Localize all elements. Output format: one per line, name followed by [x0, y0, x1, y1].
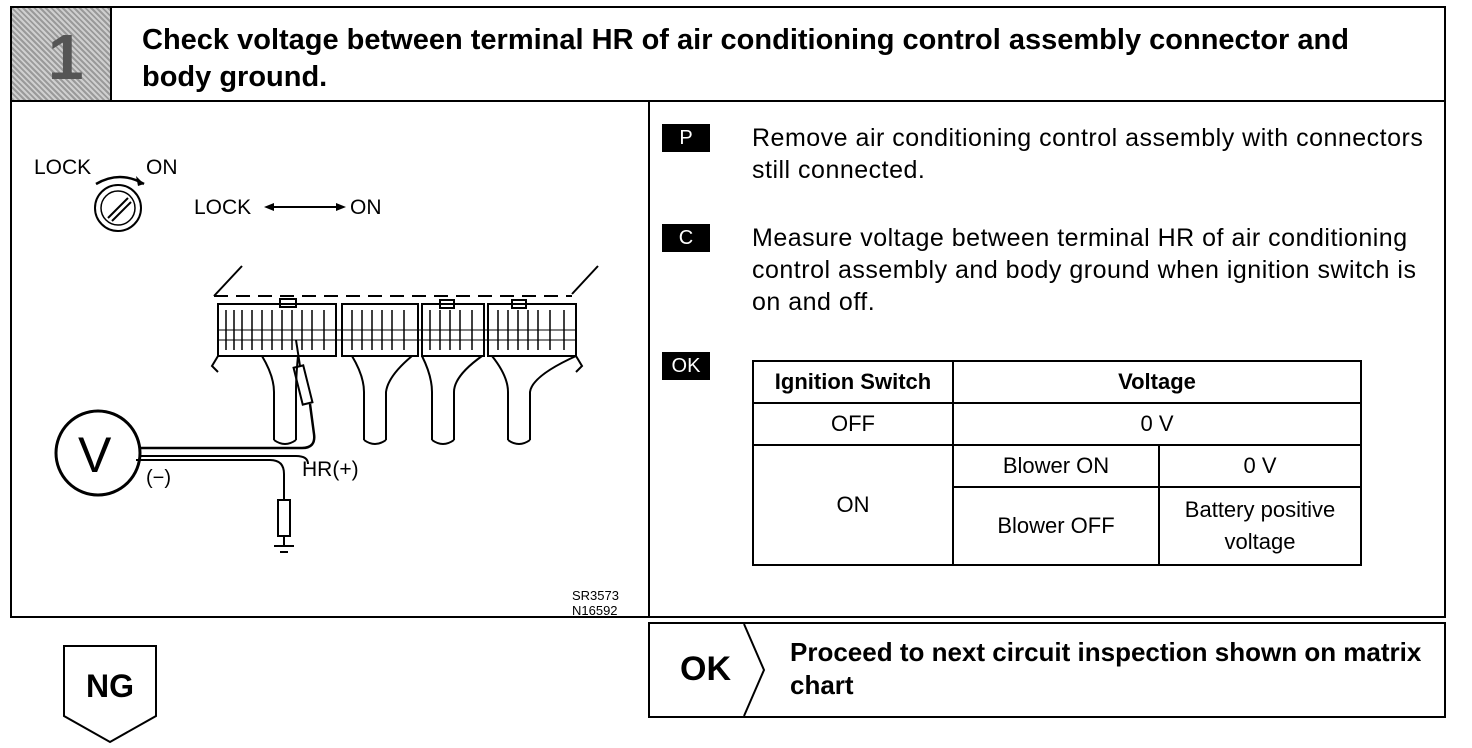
ok-tag: OK: [662, 352, 710, 380]
connector-pins: [218, 310, 576, 350]
lock-label-2: LOCK: [194, 196, 251, 219]
rotation-arrowhead: [136, 176, 144, 186]
check-instruction: Measure voltage between terminal HR of a…: [752, 224, 1417, 316]
ok-result-text: Proceed to next circuit inspection shown…: [790, 637, 1422, 700]
header-voltage: Voltage: [952, 360, 1362, 404]
cell-off-voltage: 0 V: [952, 402, 1362, 446]
negative-lead: [136, 459, 285, 500]
lock-label: LOCK: [34, 156, 91, 179]
prepare-instruction: Remove air conditioning control assembly…: [752, 124, 1424, 184]
cell-off: OFF: [752, 402, 954, 446]
wire-harnesses: [261, 355, 577, 445]
on-label: ON: [146, 156, 178, 179]
on-label-2: ON: [350, 196, 382, 219]
ng-result-label: NG: [86, 668, 134, 704]
ok-arrow-divider: [743, 623, 766, 717]
table-row-off: OFF 0 V: [752, 402, 1362, 446]
table-row-on-blower-on: ON Blower ON 0 V: [752, 444, 1362, 566]
cell-blower-off-voltage: Battery positive voltage: [1158, 486, 1362, 566]
ok-result-label: OK: [680, 650, 731, 688]
hr-positive-label: HR(+): [302, 458, 359, 481]
figure-code: SR3573 N16592: [572, 588, 619, 618]
step-header: 1 Check voltage between terminal HR of a…: [10, 6, 1446, 102]
positive-lead: [140, 403, 316, 450]
voltmeter-icon: [54, 409, 142, 497]
negative-probe: [277, 499, 291, 537]
figure-code-2: N16592: [572, 603, 618, 618]
ng-result-badge: [63, 645, 157, 744]
prepare-tag: P: [662, 124, 710, 152]
cell-blower-on-voltage: 0 V: [1158, 444, 1362, 488]
cell-blower-on: Blower ON: [952, 444, 1160, 488]
table-row-on-blower-off: Blower OFF Battery positive voltage: [753, 486, 1362, 566]
header-ignition-switch: Ignition Switch: [752, 360, 954, 404]
cell-on: ON: [752, 444, 954, 566]
wiring-diagram: LOCK ON LOCK ON: [34, 156, 599, 553]
panel-divider: [648, 102, 650, 618]
ok-result-box: [648, 622, 1446, 718]
ac-control-connector: [210, 265, 599, 373]
cell-blower-off: Blower OFF: [952, 486, 1160, 566]
positive-probe: [292, 339, 314, 406]
table-header-row: Ignition Switch Voltage: [752, 360, 1362, 404]
step-number-badge: 1: [12, 8, 112, 100]
wiring-diagram-panel: LOCK ON LOCK ON: [12, 104, 648, 618]
voltage-table: Ignition Switch Voltage OFF 0 V ON Blowe…: [752, 360, 1362, 566]
check-tag: C: [662, 224, 710, 252]
negative-label: (−): [146, 467, 171, 489]
voltmeter-symbol: V: [78, 427, 112, 483]
step-number: 1: [48, 21, 84, 93]
figure-code-1: SR3573: [572, 588, 619, 603]
step-title: Check voltage between terminal HR of air…: [142, 24, 1349, 93]
ignition-switch-icon: [94, 184, 142, 232]
